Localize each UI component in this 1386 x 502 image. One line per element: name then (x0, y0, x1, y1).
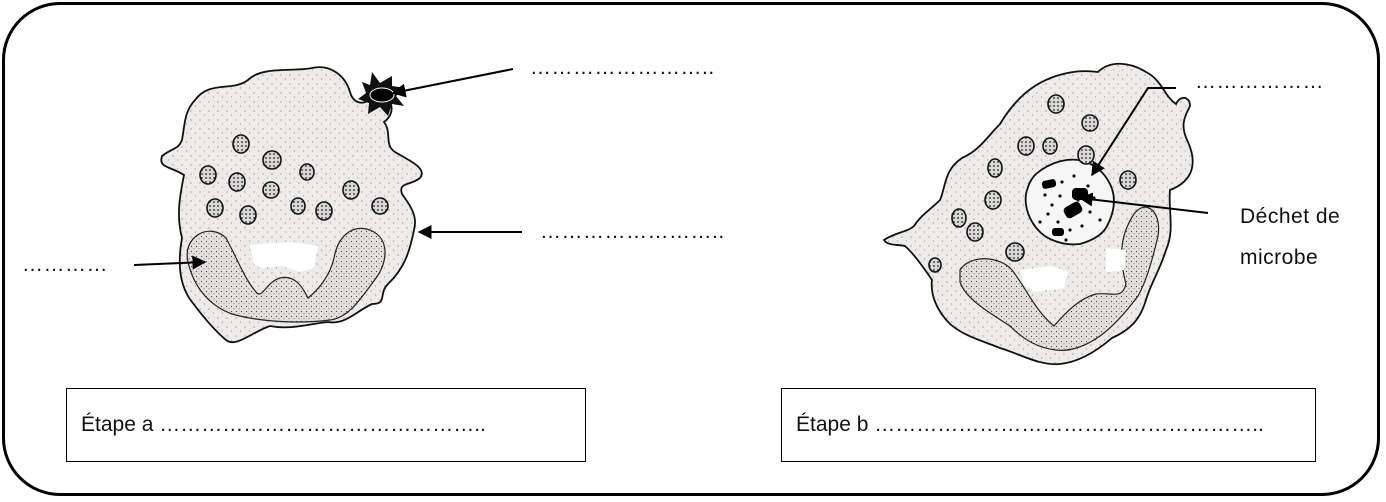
cell-b (882, 62, 1194, 366)
label-a-left: ………… (22, 253, 108, 276)
label-b-waste-2: microbe (1240, 246, 1319, 269)
cell-b-granules (928, 94, 1137, 273)
label-b-waste-1: Déchet de (1240, 205, 1341, 228)
outer-frame (2, 2, 1380, 496)
cell-a (160, 66, 423, 343)
phagosome (1024, 158, 1115, 246)
cell-a-granules (199, 134, 389, 225)
step-a-text: Étape a ……………………………………….. (81, 413, 486, 436)
cell-a-nucleus (186, 227, 386, 323)
arrow-a-top (391, 68, 514, 98)
step-a-box: Étape a ……………………………………….. (66, 388, 586, 462)
label-b-top: ……………… (1195, 70, 1324, 93)
cell-b-nucleus (959, 206, 1160, 351)
arrow-b-waste (1078, 192, 1209, 214)
step-b-text: Étape b ……………………………………………….. (796, 413, 1264, 436)
arrow-b-top (1091, 87, 1176, 177)
step-b-box: Étape b ……………………………………………….. (781, 388, 1316, 462)
label-a-right: …………………….. (540, 220, 725, 243)
label-a-top: …………………….. (530, 56, 715, 79)
arrow-a-left (133, 255, 207, 270)
